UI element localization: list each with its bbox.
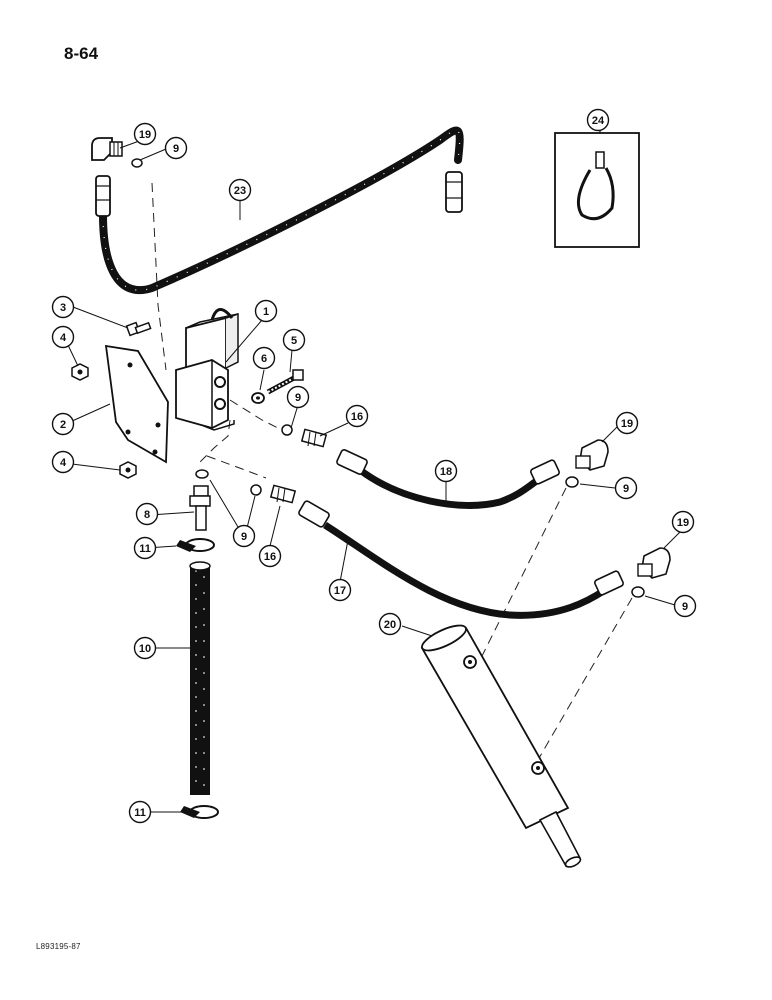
hose-18 — [336, 449, 560, 509]
figure-id: L893195-87 — [36, 942, 81, 951]
callout-23: 23 — [228, 178, 252, 202]
callout-number: 19 — [621, 418, 633, 430]
callout-number: 17 — [334, 585, 346, 597]
callout-number: 18 — [440, 466, 452, 478]
callout-19-top: 19 — [133, 122, 157, 146]
elbow-fitting-19-top — [91, 137, 123, 161]
hose-17 — [298, 500, 624, 619]
callout-number: 2 — [60, 419, 66, 431]
callout-number: 23 — [234, 185, 246, 197]
nut-4-upper — [71, 363, 89, 381]
callout-18: 18 — [434, 459, 458, 483]
callout-number: 9 — [682, 601, 688, 613]
clamp-11-upper — [176, 538, 215, 552]
callout-number: 9 — [295, 392, 301, 404]
fitting-8 — [189, 485, 211, 531]
solenoid-valve-1 — [175, 308, 239, 431]
callout-leaders — [67, 135, 681, 813]
callout-number: 24 — [592, 115, 605, 127]
hose-23 — [95, 126, 464, 294]
callout-number: 9 — [623, 483, 629, 495]
callout-number: 11 — [134, 807, 146, 819]
bracket-2 — [104, 344, 169, 464]
clip-24-inset — [554, 128, 640, 248]
cylinder-20 — [420, 624, 582, 868]
callout-9-c: 9 — [232, 524, 256, 548]
callout-24: 24 — [586, 108, 610, 132]
callout-9-e: 9 — [673, 594, 697, 618]
callout-number: 16 — [264, 551, 276, 563]
callout-19-right-lower: 19 — [671, 510, 695, 534]
callout-2: 2 — [51, 412, 75, 436]
dashed-guide-lines — [151, 182, 633, 766]
callout-19-right-upper: 19 — [615, 411, 639, 435]
callout-number: 11 — [139, 543, 151, 555]
callout-4-upper: 4 — [51, 325, 75, 349]
callout-number: 19 — [139, 129, 151, 141]
callout-number: 5 — [291, 335, 297, 347]
callout-3: 3 — [51, 295, 75, 319]
callout-11-upper: 11 — [133, 536, 157, 560]
callout-11-lower: 11 — [128, 800, 152, 824]
callout-20: 20 — [378, 612, 402, 636]
callout-number: 1 — [263, 306, 269, 318]
callout-9-b: 9 — [286, 385, 310, 409]
callout-16-upper: 16 — [345, 404, 369, 428]
capscrew-5 — [266, 369, 304, 395]
callout-number: 10 — [139, 643, 151, 655]
callout-number: 8 — [144, 509, 150, 521]
washer-6 — [251, 392, 265, 404]
callout-number: 9 — [241, 531, 247, 543]
nut-4-lower — [119, 461, 137, 479]
callout-8: 8 — [135, 502, 159, 526]
callout-9-a: 9 — [164, 136, 188, 160]
callouts: 1 2 3 4 4 5 6 8 9 9 9 9 9 10 11 11 16 16… — [51, 108, 697, 824]
callout-16-lower: 16 — [258, 544, 282, 568]
elbow-fitting-19-right-lower — [637, 547, 671, 579]
adapter-16-lower — [269, 484, 297, 504]
callout-number: 20 — [384, 619, 396, 631]
capscrew-3 — [125, 321, 152, 337]
callout-6: 6 — [252, 346, 276, 370]
callout-number: 9 — [173, 143, 179, 155]
callout-number: 4 — [60, 457, 67, 469]
callout-9-d: 9 — [614, 476, 638, 500]
callout-number: 16 — [351, 411, 363, 423]
callout-number: 4 — [60, 332, 67, 344]
callout-4-lower: 4 — [51, 450, 75, 474]
clamp-11-lower — [180, 805, 219, 819]
hose-10 — [189, 561, 211, 795]
callout-17: 17 — [328, 578, 352, 602]
callout-number: 3 — [60, 302, 66, 314]
elbow-fitting-19-right-upper — [575, 439, 609, 471]
callout-5: 5 — [282, 328, 306, 352]
page-number: 8-64 — [64, 44, 99, 63]
callout-10: 10 — [133, 636, 157, 660]
adapter-16-upper — [300, 428, 328, 448]
o-ring-9 — [131, 158, 645, 598]
callout-number: 19 — [677, 517, 689, 529]
callout-1: 1 — [254, 299, 278, 323]
callout-number: 6 — [261, 353, 267, 365]
